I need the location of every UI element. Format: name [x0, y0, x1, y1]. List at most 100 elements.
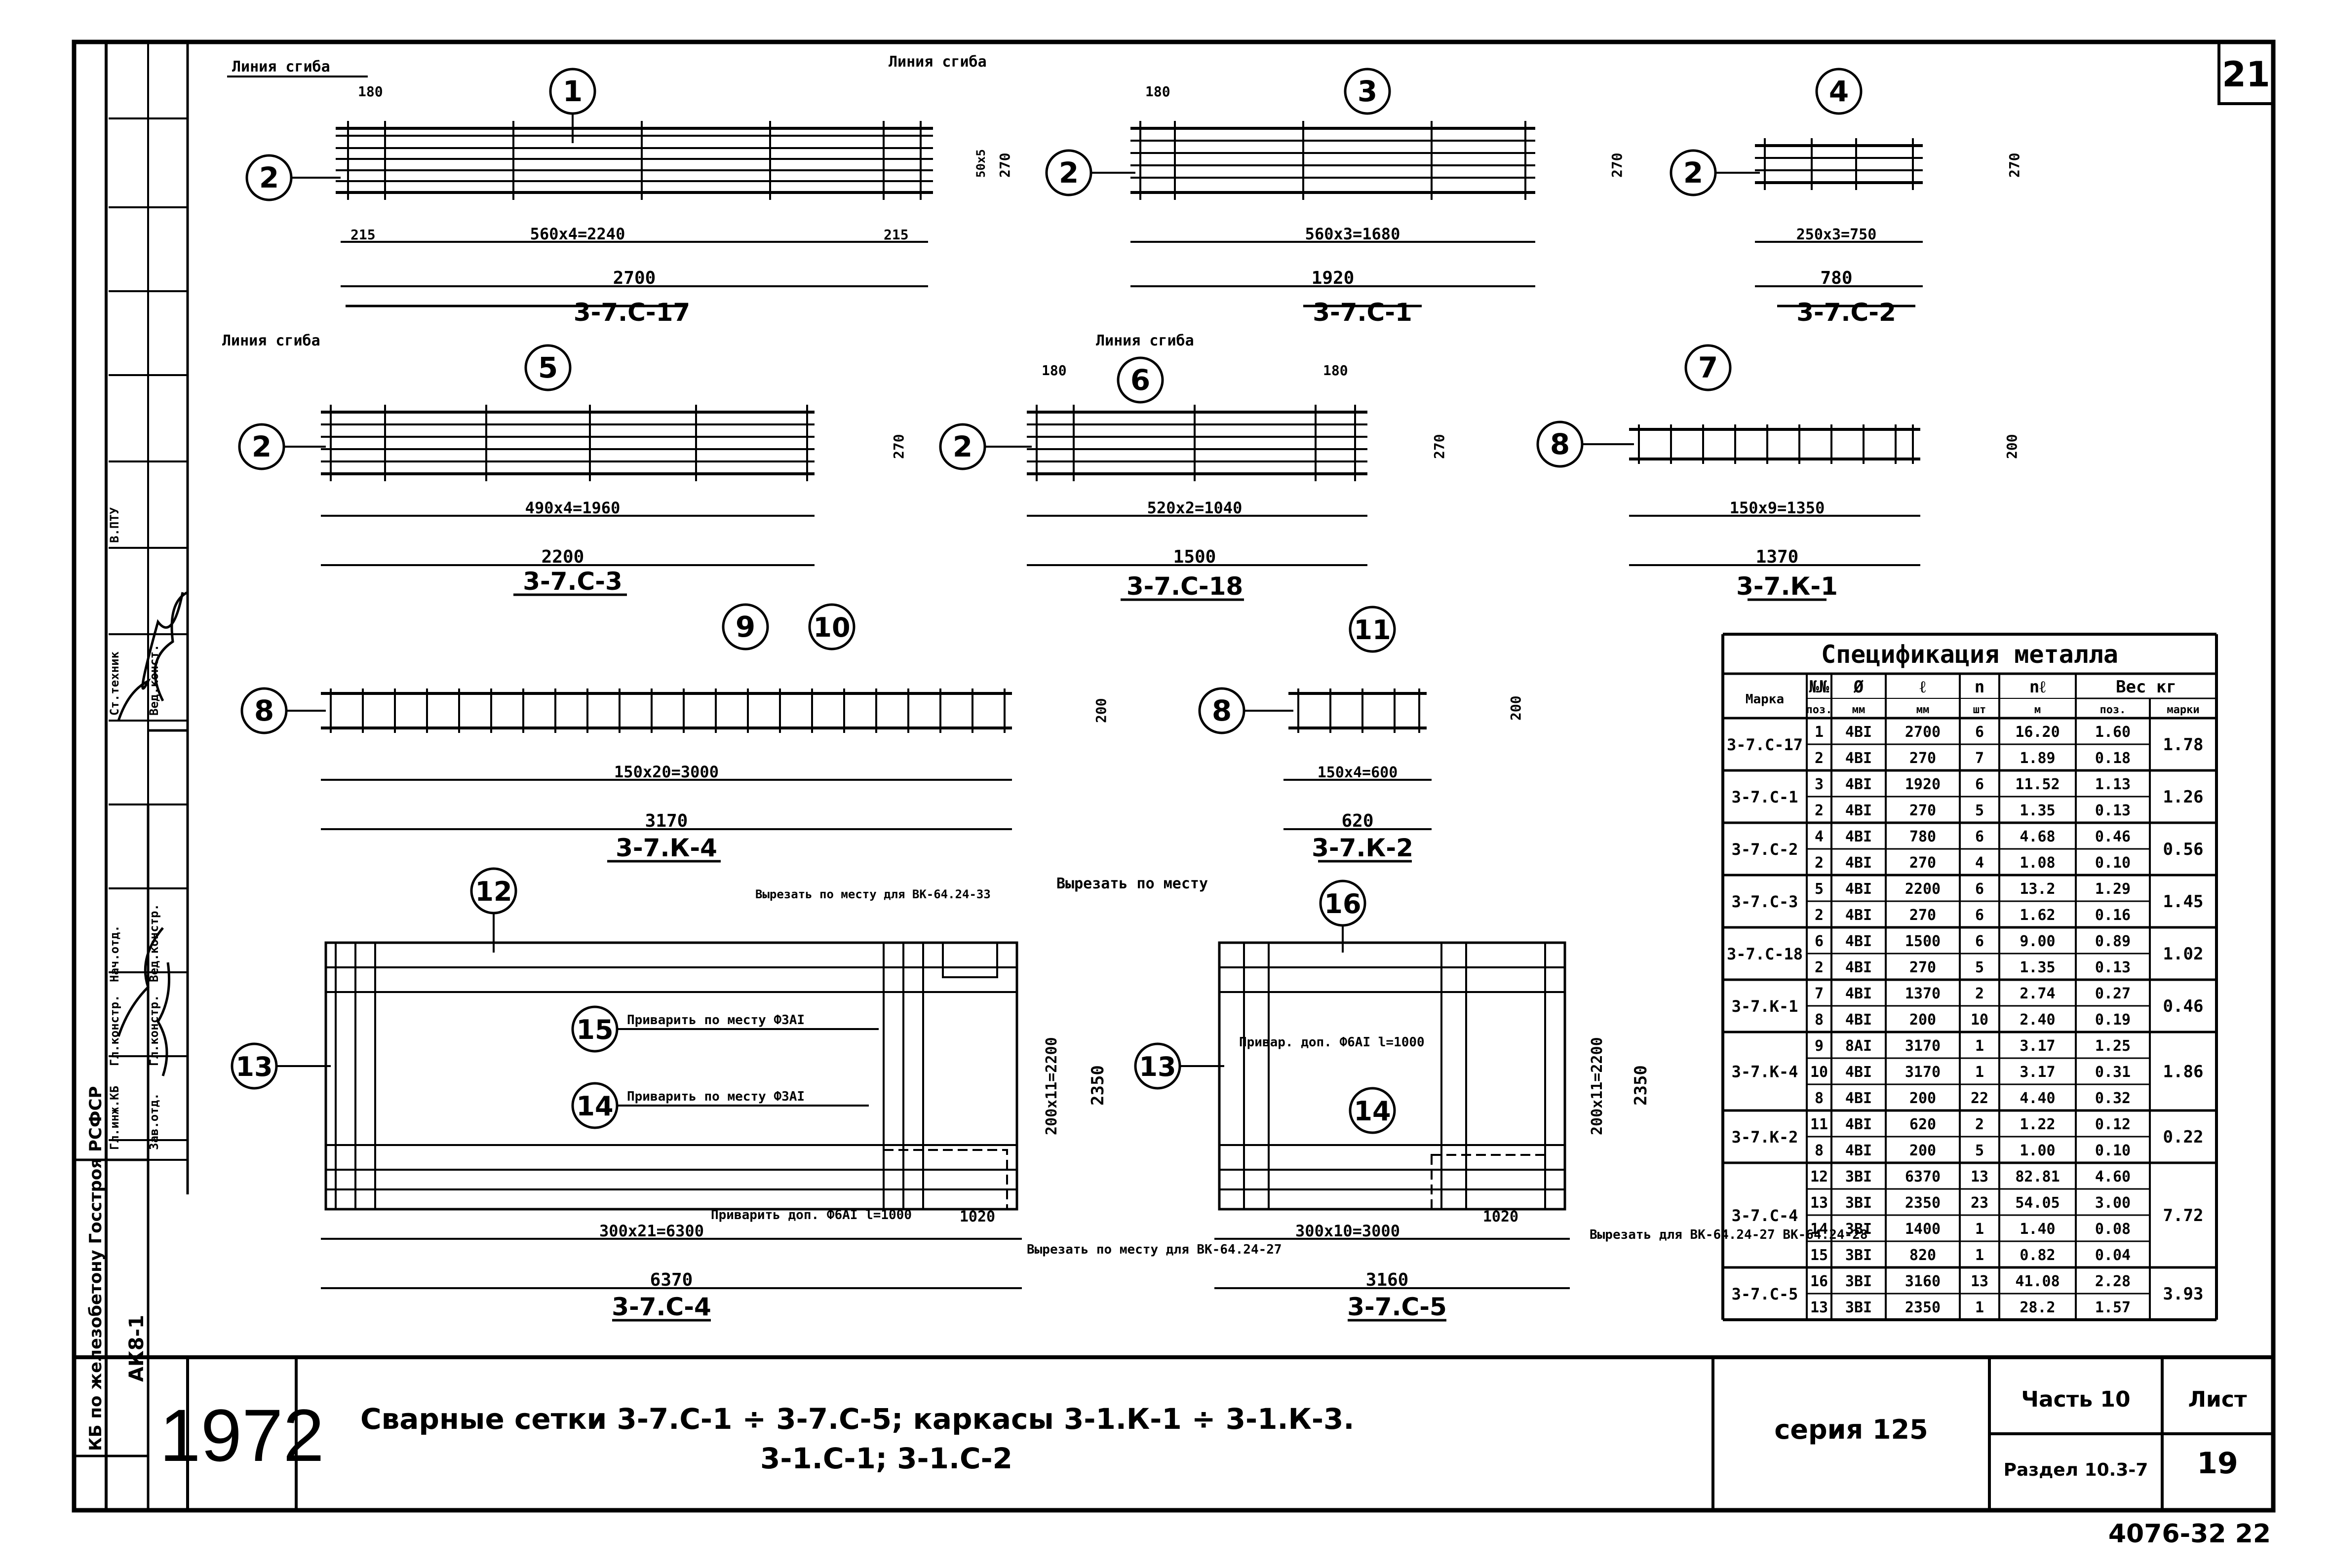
spec-cell: 2200 — [1905, 880, 1941, 898]
spec-cell: 620 — [1909, 1116, 1936, 1133]
mesh-label: 3-7.С-17 — [574, 298, 690, 327]
position-marker-13: 13 — [235, 1051, 272, 1082]
spec-cell: 0.13 — [2095, 802, 2131, 819]
spec-cell: 4ВI — [1845, 1142, 1872, 1159]
spec-cell: 1.40 — [2020, 1221, 2055, 1238]
dim-text: 2350 — [1631, 1065, 1651, 1106]
mesh-label: 3-7.К-1 — [1736, 572, 1838, 601]
spec-cell: 0.46 — [2095, 828, 2131, 845]
spec-cell: 4.60 — [2095, 1168, 2131, 1186]
dim-text: 150х4=600 — [1318, 764, 1398, 781]
spec-subheader: мм — [1916, 704, 1930, 716]
position-marker-12: 12 — [475, 876, 512, 907]
spec-cell: 5 — [1815, 880, 1824, 898]
spec-cell: 22 — [1971, 1090, 1988, 1107]
spec-cell: 200 — [1909, 1011, 1936, 1029]
stamp-code: АК8-1 — [125, 1315, 148, 1382]
spec-cell: 2 — [1815, 907, 1824, 924]
spec-cell: 6 — [1975, 724, 1984, 741]
dim-text: 180 — [358, 83, 383, 100]
mesh-c1: 3 2 180 560х3=1680 1920 270 3-7.С-1 Лини… — [889, 53, 1625, 327]
spec-cell: 4ВI — [1845, 985, 1872, 1002]
stamp-row: Вед.констр. — [147, 904, 161, 982]
spec-total: 0.22 — [2163, 1127, 2204, 1147]
dim-text: 780 — [1820, 268, 1852, 288]
spec-mark: 3-7.К-2 — [1732, 1128, 1798, 1147]
position-marker-2: 2 — [1683, 156, 1703, 190]
spec-mark: 3-7.С-3 — [1732, 892, 1798, 911]
spec-cell: 4ВI — [1845, 776, 1872, 793]
mesh-label: 3-7.С-1 — [1313, 298, 1412, 327]
dim-text: 200х11=2200 — [1589, 1037, 1606, 1135]
spec-cell: 4ВI — [1845, 1064, 1872, 1081]
spec-cell: 4ВI — [1845, 1011, 1872, 1029]
position-marker-10: 10 — [813, 612, 850, 643]
spec-subheader: поз. — [1806, 704, 1832, 716]
position-marker-15: 15 — [576, 1014, 613, 1045]
section-label: Раздел 10.3-7 — [2004, 1460, 2148, 1480]
sheet-number-box — [2217, 40, 2275, 105]
position-marker-14: 14 — [576, 1091, 613, 1122]
spec-cell: 1.22 — [2020, 1116, 2055, 1133]
spec-cell: 1500 — [1905, 933, 1941, 950]
spec-cell: 2.28 — [2095, 1273, 2131, 1290]
dim-text: 180 — [1323, 362, 1348, 379]
bend-line-note: Линия сгиба — [1096, 332, 1194, 349]
spec-cell: 270 — [1909, 907, 1936, 924]
spec-cell: 0.08 — [2095, 1221, 2131, 1238]
spec-cell: 1.08 — [2020, 854, 2055, 872]
dim-text: 3160 — [1366, 1270, 1409, 1290]
dim-text: 2350 — [1088, 1065, 1108, 1106]
spec-cell: 11.52 — [2015, 776, 2060, 793]
dim-text: 2700 — [613, 268, 656, 288]
spec-cell: 5 — [1975, 959, 1984, 976]
spec-cell: 13.2 — [2020, 880, 2055, 898]
spec-cell: 2 — [1815, 802, 1824, 819]
note-text: Привар. доп. Ф6АI l=1000 — [1239, 1035, 1425, 1050]
note-text: Приварить по месту Ф3АI — [627, 1013, 805, 1028]
spec-cell: 54.05 — [2015, 1194, 2060, 1212]
archive-number: 4076-32 22 — [2108, 1519, 2271, 1549]
spec-cell: 6 — [1975, 880, 1984, 898]
spec-cell: 4.68 — [2020, 828, 2055, 845]
mesh-c3: Линия сгиба 5 2 490х4=1960 2200 270 3-7.… — [222, 332, 907, 596]
spec-mark: 3-7.С-2 — [1732, 840, 1798, 859]
spec-cell: 0.27 — [2095, 985, 2131, 1002]
spec-cell: 0.10 — [2095, 1142, 2131, 1159]
spec-cell: 13 — [1971, 1168, 1988, 1186]
spec-cell: 13 — [1810, 1299, 1828, 1316]
spec-total: 0.46 — [2163, 996, 2204, 1016]
dim-text: 215 — [884, 227, 909, 243]
dim-text: 150х20=3000 — [614, 763, 719, 781]
spec-cell: 1920 — [1905, 776, 1941, 793]
dim-text: 50х5 — [974, 149, 988, 178]
mesh-label: 3-7.С-4 — [612, 1293, 711, 1321]
dim-text: 1920 — [1312, 268, 1355, 288]
spec-cell: 4ВI — [1845, 959, 1872, 976]
spec-header: nℓ — [2029, 677, 2046, 697]
sheet-number-top: 21 — [2222, 54, 2270, 95]
spec-cell: 1.13 — [2095, 776, 2131, 793]
spec-cell: 4 — [1975, 854, 1984, 872]
spec-cell: 3170 — [1905, 1064, 1941, 1081]
spec-cell: 1 — [1975, 1064, 1984, 1081]
note-text: Вырезать для ВК-64.24-27 ВК-64.24-28 — [1590, 1227, 1868, 1242]
spec-cell: 28.2 — [2020, 1299, 2055, 1316]
spec-cell: 5 — [1975, 802, 1984, 819]
cage-k1: 7 8 150х9=1350 1370 200 3-7.К-1 — [1536, 344, 2020, 601]
spec-cell: 2.40 — [2020, 1011, 2055, 1029]
spec-subheader: м — [2034, 704, 2041, 716]
stamp-row: Гл.констр. — [147, 995, 161, 1067]
series-label: серия 125 — [1774, 1414, 1928, 1445]
spec-cell: 2 — [1815, 959, 1824, 976]
spec-cell: 0.32 — [2095, 1090, 2131, 1107]
mesh-label: 3-7.С-3 — [523, 567, 622, 596]
spec-cell: 3170 — [1905, 1037, 1941, 1055]
position-marker-3: 3 — [1358, 75, 1377, 108]
spec-cell: 1.62 — [2020, 907, 2055, 924]
spec-cell: 10 — [1971, 1011, 1988, 1029]
spec-cell: 23 — [1971, 1194, 1988, 1212]
spec-cell: 3ВI — [1845, 1299, 1872, 1316]
spec-cell: 820 — [1909, 1247, 1936, 1264]
spec-cell: 3.17 — [2020, 1064, 2055, 1081]
